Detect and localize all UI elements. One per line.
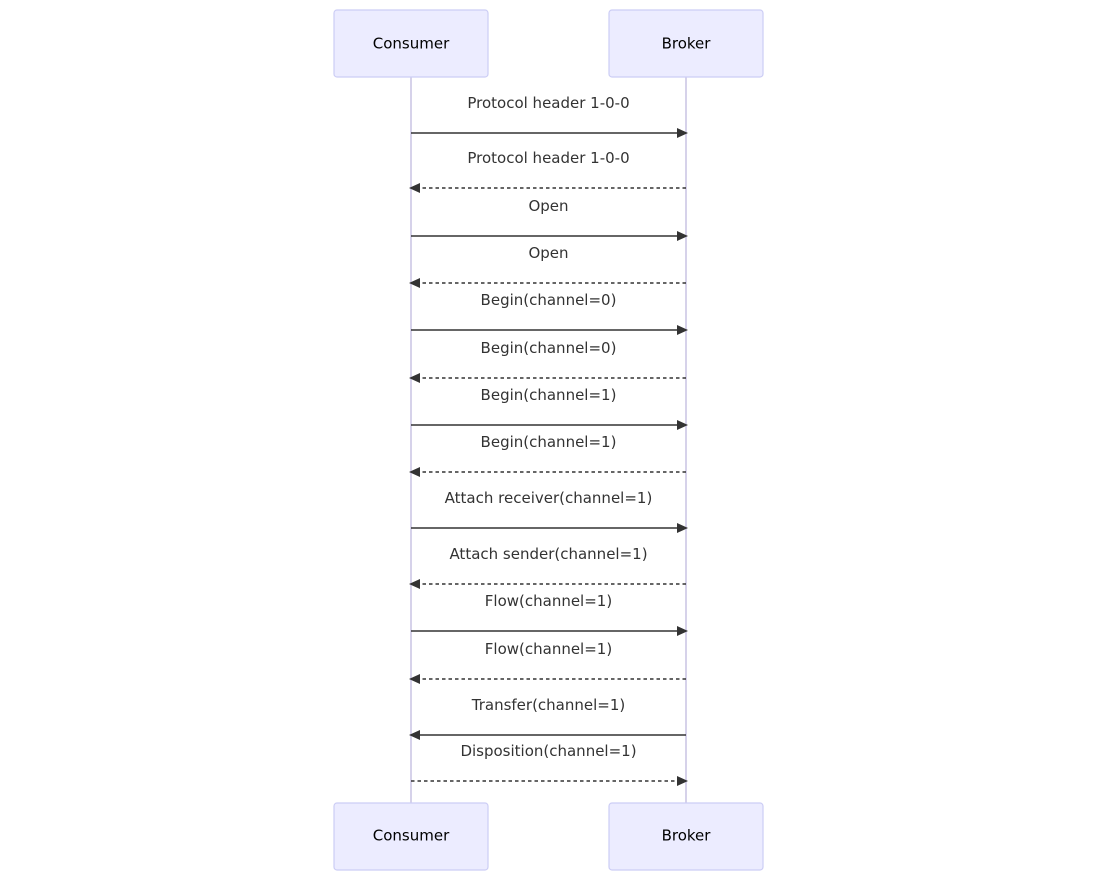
message-9: Attach receiver(channel=1) xyxy=(411,489,688,533)
arrowhead-icon xyxy=(677,626,688,636)
consumer-actor-bottom: Consumer xyxy=(333,802,489,871)
arrowhead-icon xyxy=(409,579,420,589)
arrowhead-icon xyxy=(409,730,420,740)
message-label: Attach sender(channel=1) xyxy=(449,545,647,563)
message-3: Open xyxy=(411,197,688,241)
message-label: Begin(channel=1) xyxy=(481,386,617,404)
message-8: Begin(channel=1) xyxy=(409,433,686,477)
message-label: Open xyxy=(528,244,568,262)
message-label: Flow(channel=1) xyxy=(485,592,612,610)
message-11: Flow(channel=1) xyxy=(411,592,688,636)
message-13: Transfer(channel=1) xyxy=(409,696,686,740)
arrowhead-icon xyxy=(677,325,688,335)
broker-actor-bottom-label: Broker xyxy=(662,827,712,845)
message-label: Begin(channel=0) xyxy=(481,339,617,357)
message-7: Begin(channel=1) xyxy=(411,386,688,430)
message-6: Begin(channel=0) xyxy=(409,339,686,383)
arrowhead-icon xyxy=(677,776,688,786)
arrowhead-icon xyxy=(677,128,688,138)
message-label: Transfer(channel=1) xyxy=(471,696,626,714)
consumer-actor-bottom-label: Consumer xyxy=(373,827,450,845)
consumer-actor-top: Consumer xyxy=(333,9,489,78)
arrowhead-icon xyxy=(409,373,420,383)
message-label: Open xyxy=(528,197,568,215)
message-14: Disposition(channel=1) xyxy=(411,742,688,786)
arrowhead-icon xyxy=(677,523,688,533)
arrowhead-icon xyxy=(409,467,420,477)
message-4: Open xyxy=(409,244,686,288)
message-label: Attach receiver(channel=1) xyxy=(445,489,653,507)
message-label: Begin(channel=0) xyxy=(481,291,617,309)
message-12: Flow(channel=1) xyxy=(409,640,686,684)
message-label: Flow(channel=1) xyxy=(485,640,612,658)
arrowhead-icon xyxy=(409,674,420,684)
message-label: Disposition(channel=1) xyxy=(460,742,636,760)
message-label: Begin(channel=1) xyxy=(481,433,617,451)
arrowhead-icon xyxy=(409,183,420,193)
arrowhead-icon xyxy=(677,231,688,241)
message-label: Protocol header 1-0-0 xyxy=(467,149,629,167)
message-10: Attach sender(channel=1) xyxy=(409,545,686,589)
message-5: Begin(channel=0) xyxy=(411,291,688,335)
message-1: Protocol header 1-0-0 xyxy=(411,94,688,138)
message-2: Protocol header 1-0-0 xyxy=(409,149,686,193)
arrowhead-icon xyxy=(409,278,420,288)
broker-actor-bottom: Broker xyxy=(608,802,764,871)
message-label: Protocol header 1-0-0 xyxy=(467,94,629,112)
broker-actor-top: Broker xyxy=(608,9,764,78)
arrowhead-icon xyxy=(677,420,688,430)
consumer-actor-top-label: Consumer xyxy=(373,35,450,53)
broker-actor-top-label: Broker xyxy=(662,35,712,53)
